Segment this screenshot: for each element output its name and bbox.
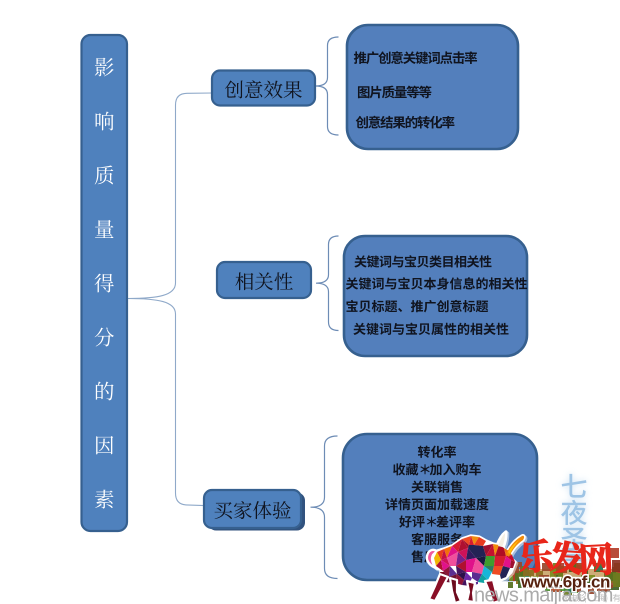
svg-text:www.6pf.cn: www.6pf.cn xyxy=(520,573,610,592)
svg-text:news.maijia.com: news.maijia.com xyxy=(474,585,613,604)
